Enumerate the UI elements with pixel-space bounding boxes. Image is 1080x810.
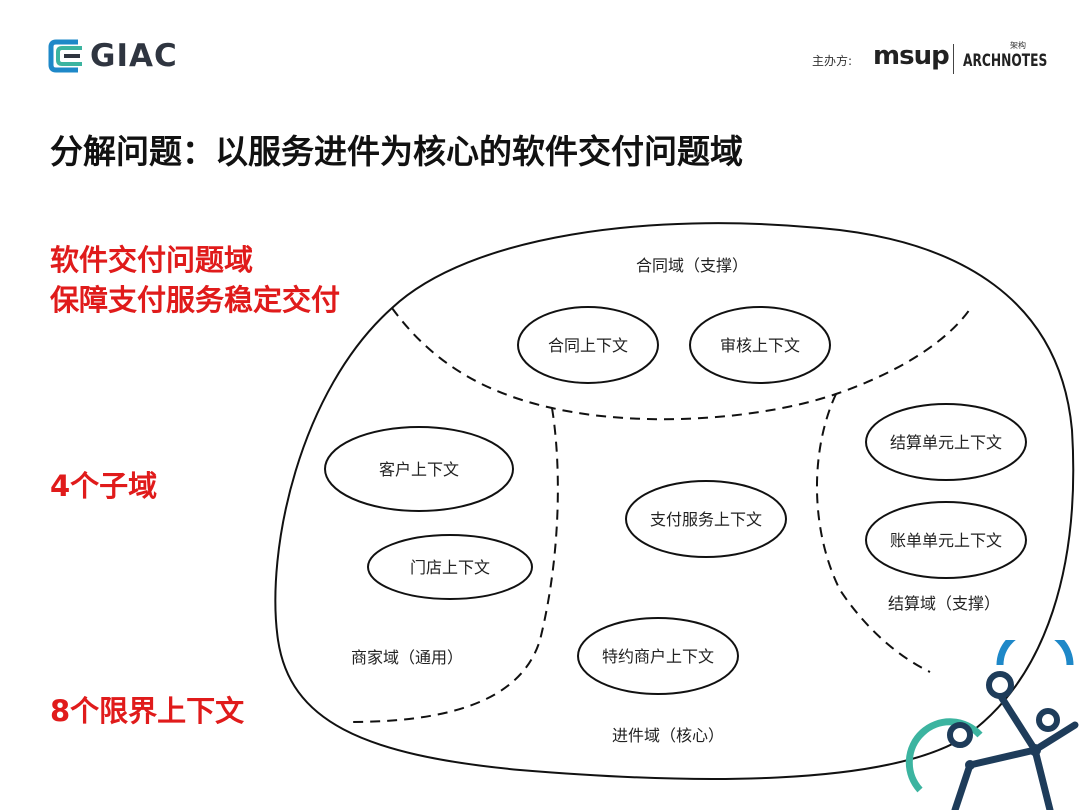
giac-logo-text: GIAC [90,38,178,74]
customer-context-ellipse [324,426,514,512]
contract-domain-boundary [391,305,973,421]
subdomain-count: 4个子域 [50,469,158,503]
summary-line-1: 软件交付问题域 [50,243,254,277]
merchant-domain-boundary [347,407,559,723]
organizer-label: 主办方: [812,54,853,68]
audit-context-label: 审核上下文 [720,336,800,355]
page-title: 分解问题：以服务进件为核心的软件交付问题域 [50,132,743,171]
customer-context-label: 客户上下文 [379,460,459,479]
contract-context-label: 合同上下文 [548,336,628,355]
summary-line-2: 保障支付服务稳定交付 [50,283,341,317]
settlement-unit-context-label: 结算单元上下文 [890,433,1002,452]
archnotes-logo-small: 架构 [1010,41,1026,50]
merchant-domain-label: 商家域（通用） [351,648,463,667]
msup-logo: msup [873,41,950,71]
settlement-domain-boundary [815,393,931,673]
account-unit-context-label: 账单单元上下文 [890,531,1002,550]
special-merchant-context-ellipse [577,617,739,695]
account-unit-context-ellipse [865,501,1027,579]
context-count: 8个限界上下文 [50,694,245,728]
giac-logo-icon [48,39,82,73]
settlement-unit-context-ellipse [865,403,1027,481]
contract-context-ellipse [517,306,659,384]
store-context-label: 门店上下文 [410,558,490,577]
payment-service-context-label: 支付服务上下文 [650,510,762,529]
onboarding-domain-label: 进件域（核心） [612,726,724,745]
settlement-domain-label: 结算域（支撑） [888,594,1000,613]
special-merchant-context-label: 特约商户上下文 [602,647,714,666]
contract-domain-label: 合同域（支撑） [636,256,748,275]
store-context-ellipse [367,534,533,600]
payment-service-context-ellipse [625,480,787,558]
archnotes-logo: ARCHNOTES [963,51,1048,71]
audit-context-ellipse [689,306,831,384]
decorative-molecule-icon [905,640,1079,810]
logo-divider [953,44,954,74]
